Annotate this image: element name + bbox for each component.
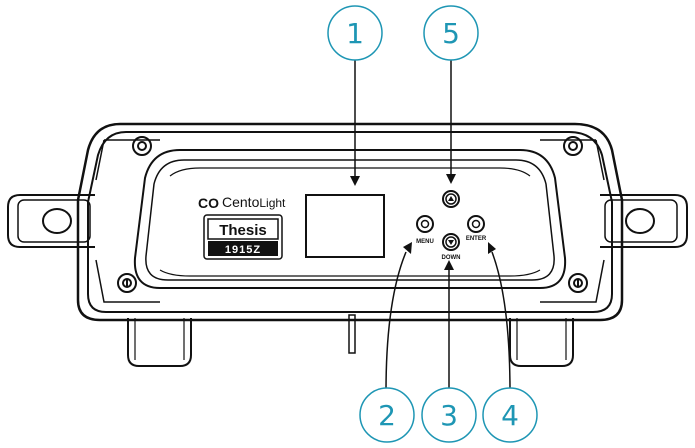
right-handle	[600, 194, 688, 248]
left-handle	[7, 194, 95, 248]
center-strap	[348, 314, 356, 354]
model-number: 1915Z	[225, 244, 261, 256]
screw-bottom-left	[117, 273, 137, 293]
down-label: DOWN	[442, 255, 461, 261]
screw-top-left	[132, 136, 152, 156]
down-button[interactable]	[442, 233, 460, 251]
enter-button[interactable]	[467, 215, 485, 233]
triangle-down-icon	[448, 240, 454, 245]
brand-name-main: Cento	[222, 194, 260, 210]
model-badge: Thesis 1915Z	[203, 214, 283, 260]
screw-top-right	[563, 136, 583, 156]
leader-lines	[350, 60, 511, 393]
logo-glyph: CO	[198, 195, 219, 211]
callout-3-number: 3	[440, 399, 458, 432]
callout-2-number: 2	[378, 399, 396, 432]
right-foot	[509, 318, 574, 367]
brand-name: CentoLight	[222, 194, 286, 210]
circle-button-icon	[420, 219, 430, 229]
screw-bottom-right	[568, 273, 588, 293]
model-name: Thesis	[219, 222, 267, 239]
lcd-display	[305, 194, 385, 258]
callout-5: 5	[423, 5, 479, 61]
fixture-body	[76, 122, 624, 322]
menu-button[interactable]	[416, 215, 434, 233]
callout-3: 3	[421, 387, 477, 443]
callout-5-number: 5	[442, 17, 460, 50]
callout-4: 4	[482, 387, 538, 443]
callout-2: 2	[359, 387, 415, 443]
circle-button-icon	[471, 219, 481, 229]
enter-label: ENTER	[466, 236, 487, 242]
left-foot	[127, 318, 192, 367]
brand-logo: CO CentoLight	[198, 194, 286, 211]
brand-name-light: Light	[259, 196, 286, 210]
callout-4-number: 4	[501, 399, 519, 432]
up-button[interactable]	[442, 190, 460, 208]
triangle-up-icon	[448, 196, 454, 201]
callout-1-number: 1	[346, 17, 364, 50]
menu-label: MENU	[416, 239, 434, 245]
callout-1: 1	[327, 5, 383, 61]
